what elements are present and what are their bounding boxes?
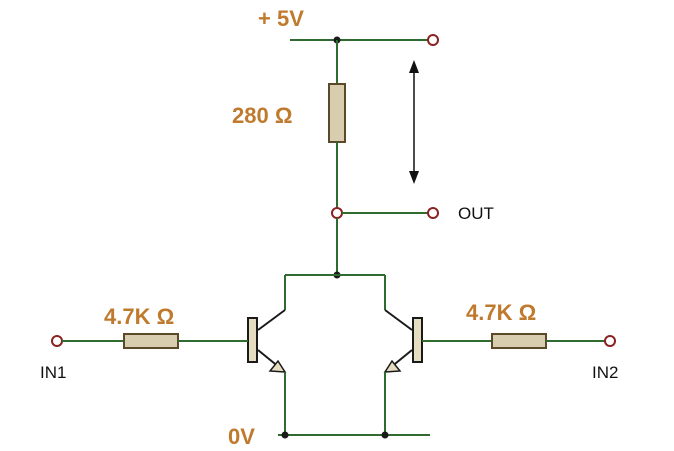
q1-collector-lead bbox=[257, 309, 286, 331]
q2-base-plate bbox=[412, 317, 423, 363]
r-top-label: 280 Ω bbox=[232, 103, 292, 128]
r-top-resistor bbox=[328, 83, 346, 143]
supply-terminal bbox=[427, 34, 439, 46]
output-node bbox=[331, 207, 343, 219]
ground-label: 0V bbox=[228, 424, 255, 449]
ground-junction-dot-left bbox=[281, 431, 289, 439]
in2-label: IN2 bbox=[592, 363, 618, 382]
voltage-arrow-head-down bbox=[409, 171, 419, 184]
in1-label: IN1 bbox=[40, 363, 66, 382]
q2-emitter-arrow bbox=[383, 359, 402, 373]
r-left-resistor bbox=[123, 333, 179, 349]
output-label: OUT bbox=[458, 204, 494, 223]
in2-terminal bbox=[604, 335, 616, 347]
in1-terminal bbox=[51, 335, 63, 347]
q1-emitter-arrow bbox=[268, 359, 287, 373]
q2-collector-lead bbox=[384, 309, 413, 331]
ground-junction-dot-right bbox=[381, 431, 389, 439]
output-terminal bbox=[427, 207, 439, 219]
voltage-arrow-head-up bbox=[409, 60, 419, 73]
r-right-resistor bbox=[491, 333, 547, 349]
r-left-label: 4.7K Ω bbox=[104, 304, 174, 329]
q1-base-plate bbox=[247, 317, 258, 363]
supply-label: + 5V bbox=[258, 6, 304, 31]
r-right-label: 4.7K Ω bbox=[466, 300, 536, 325]
